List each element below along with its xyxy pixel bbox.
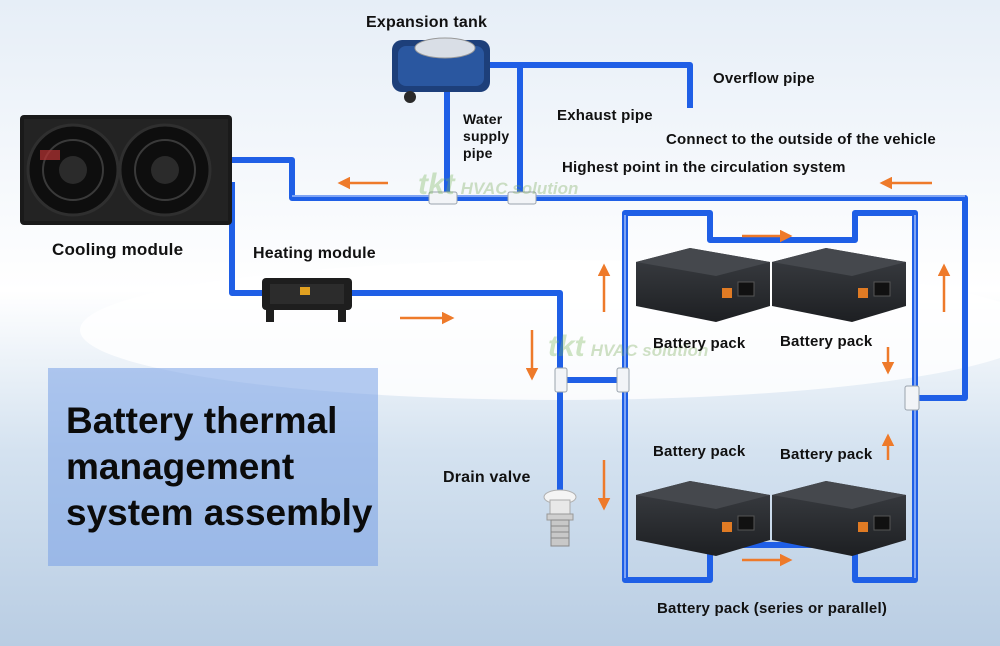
heating-to-battery-pipe: [347, 290, 628, 383]
battery-pack-bottom-left: [636, 481, 770, 556]
expansion-tank-label: Expansion tank: [366, 14, 488, 31]
battery-pack-top-left: [636, 248, 770, 322]
watermark-middle: tkt HVAC solution: [548, 330, 708, 364]
return-pipe: [229, 157, 968, 401]
water-supply-pipe-label-3: pipe: [463, 145, 493, 161]
watermark-brand: tkt: [548, 330, 585, 363]
battery-pack-bottom-right-label: Battery pack: [780, 446, 873, 463]
water-supply-pipe-label-2: supply: [463, 128, 510, 144]
watermark-top: tkt HVAC solution: [418, 168, 578, 202]
flow-arrows: [337, 176, 951, 567]
heating-module: [262, 278, 352, 322]
overflow-pipe: [487, 62, 693, 108]
title-line-3: system assembly: [66, 492, 373, 533]
drain-valve: [543, 489, 577, 547]
pipe-network: [229, 62, 968, 583]
battery-pack-top-right-label: Battery pack: [780, 333, 873, 350]
battery-left-loop: [622, 210, 918, 583]
drain-valve-label: Drain valve: [443, 469, 531, 486]
water-supply-pipe-label-1: Water: [463, 111, 503, 127]
t-connectors: [428, 191, 920, 411]
watermark-tagline: HVAC solution: [590, 341, 709, 360]
cooling-module: [20, 115, 232, 225]
title-line-2: management: [66, 446, 295, 487]
heating-module-label: Heating module: [253, 245, 376, 262]
battery-pack-bottom-left-label: Battery pack: [653, 443, 746, 460]
watermark-brand: tkt: [418, 168, 455, 201]
battery-pack-top-right: [772, 248, 906, 322]
battery-pack-series-label: Battery pack (series or parallel): [657, 600, 888, 617]
overflow-pipe-label: Overflow pipe: [713, 70, 815, 87]
cooling-module-label: Cooling module: [52, 240, 184, 259]
battery-pack-top-left-label: Battery pack: [653, 335, 746, 352]
highest-point-label: Highest point in the circulation system: [562, 159, 846, 176]
battery-pack-bottom-right: [772, 481, 906, 556]
title-box: [48, 368, 378, 566]
watermark-tagline: HVAC solution: [460, 179, 579, 198]
connect-outside-label: Connect to the outside of the vehicle: [666, 131, 936, 148]
expansion-tank: [392, 37, 490, 103]
exhaust-pipe-label: Exhaust pipe: [557, 107, 653, 124]
title-line-1: Battery thermal: [66, 400, 338, 441]
